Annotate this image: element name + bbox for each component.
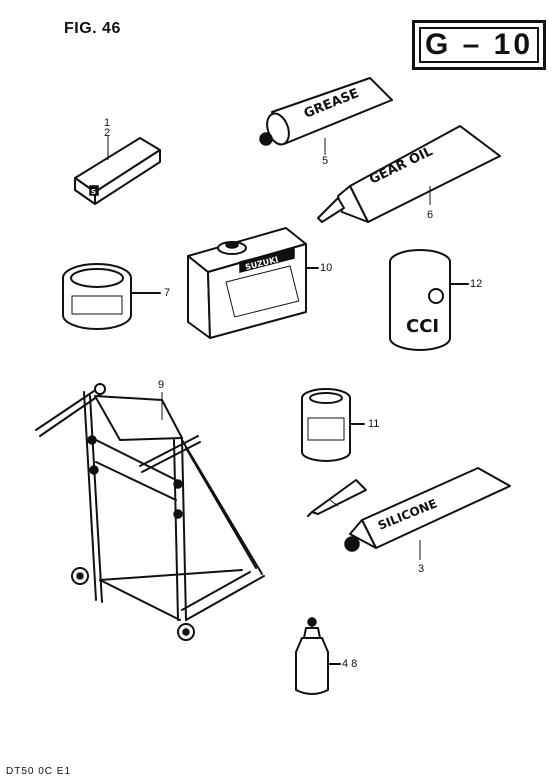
part-label-7: 7: [164, 287, 171, 299]
can-12-label: CCI: [406, 316, 439, 337]
block-mark: S: [91, 188, 96, 196]
part-can-11: [301, 388, 365, 462]
figure-code: G – 10: [419, 27, 539, 63]
part-label-10: 10: [320, 262, 333, 274]
part-nozzle-cap: [307, 479, 367, 517]
part-can-12: CCI: [389, 249, 469, 351]
part-label-5: 5: [322, 155, 329, 167]
part-label-9: 9: [158, 379, 165, 391]
part-label-4-8: 4 8: [342, 658, 358, 670]
part-label-12: 12: [470, 278, 483, 290]
part-oil-can: SUZUKI: [187, 227, 319, 339]
part-engine-stand: [35, 383, 265, 641]
part-label-3: 3: [418, 563, 425, 575]
part-label-11: 11: [368, 418, 380, 430]
part-grease-tube: GREASE: [259, 77, 393, 155]
part-label-2: 2: [104, 127, 111, 139]
part-sealant-tube: SILICONE: [344, 467, 511, 560]
part-bottle: [295, 617, 341, 695]
figure-title: FIG. 46: [64, 20, 121, 37]
part-gear-oil-tube: GEAR OIL: [317, 125, 501, 223]
footer-code: DT50 0C E1: [6, 766, 72, 777]
part-block: S: [74, 136, 161, 205]
part-label-6: 6: [427, 209, 434, 221]
part-label-1: 1: [104, 117, 111, 129]
part-round-tin: [62, 263, 161, 330]
figure-code-box: G – 10: [412, 20, 546, 70]
